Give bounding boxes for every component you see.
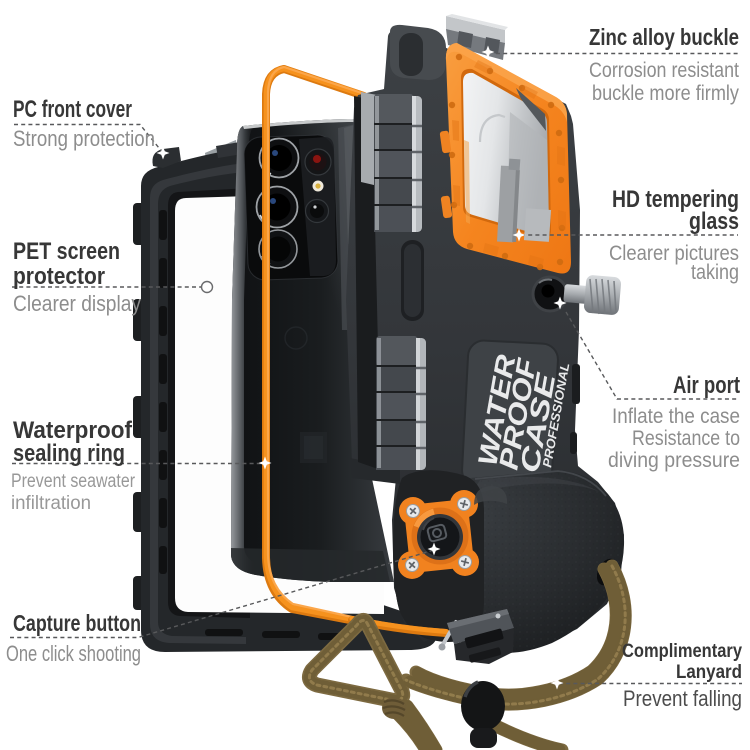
svg-text:PC front cover: PC front cover [13,96,132,123]
svg-text:Inflate the case: Inflate the case [612,405,740,428]
svg-text:Corrosion resistant: Corrosion resistant [589,59,739,82]
svg-text:Clearer display: Clearer display [13,291,141,316]
svg-text:Strong protection: Strong protection [13,126,155,151]
svg-text:PET screen: PET screen [13,238,120,265]
svg-text:infiltration: infiltration [11,493,91,514]
svg-text:Zinc alloy buckle: Zinc alloy buckle [589,24,739,50]
svg-text:Waterproof: Waterproof [13,417,133,444]
svg-text:Air port: Air port [673,372,740,399]
svg-text:protector: protector [13,263,105,290]
svg-text:Clearer pictures: Clearer pictures [609,242,739,265]
svg-text:sealing ring: sealing ring [13,440,125,467]
svg-text:HD tempering: HD tempering [612,186,739,213]
svg-text:glass: glass [689,208,739,235]
svg-text:taking: taking [691,261,739,284]
svg-text:Resistance to: Resistance to [632,427,740,450]
svg-text:Capture button: Capture button [13,610,141,636]
svg-text:Prevent seawater: Prevent seawater [11,471,136,492]
svg-text:Lanyard: Lanyard [676,662,742,683]
svg-text:diving pressure: diving pressure [608,449,740,472]
svg-text:One click shooting: One click shooting [6,641,141,666]
svg-text:Complimentary: Complimentary [622,641,742,662]
svg-text:Prevent falling: Prevent falling [623,686,742,711]
svg-text:buckle more firmly: buckle more firmly [592,82,739,105]
